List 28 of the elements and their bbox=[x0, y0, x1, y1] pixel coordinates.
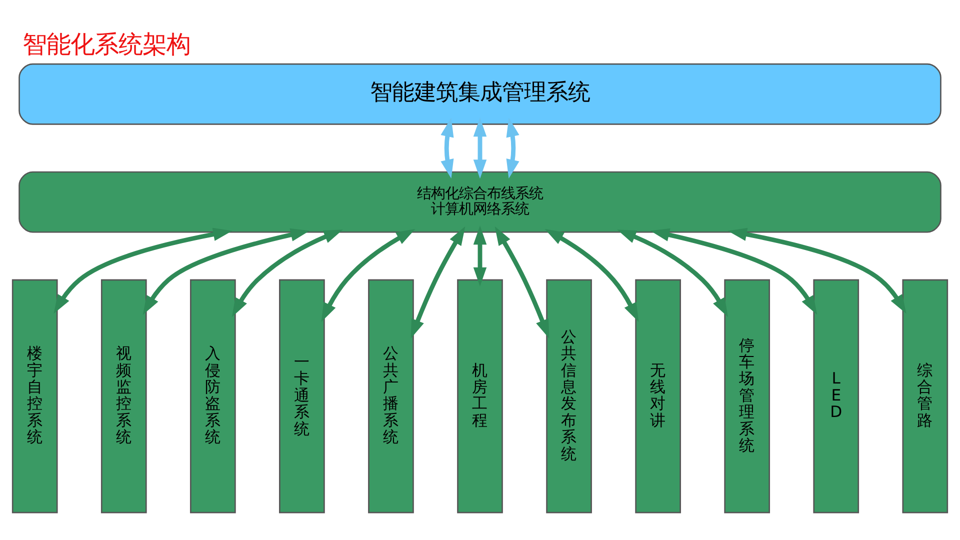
node-box: 机房工程 bbox=[457, 278, 503, 513]
arrow bbox=[544, 228, 639, 322]
node-box: 智能建筑集成管理系统 bbox=[18, 62, 942, 124]
node-box: LED bbox=[813, 278, 860, 513]
node-box: 结构化综合布线系统 计算机网络系统 bbox=[18, 170, 942, 232]
arrow bbox=[440, 117, 454, 178]
node-box: 视频监控系统 bbox=[100, 278, 147, 513]
node-box: 楼宇自控系统 bbox=[12, 278, 58, 513]
diagram-title: 智能化系统架构 bbox=[22, 28, 191, 58]
arrow bbox=[728, 227, 906, 314]
node-box: 综合管路 bbox=[902, 278, 948, 513]
arrow bbox=[494, 226, 550, 338]
arrow bbox=[473, 225, 487, 286]
arrow bbox=[142, 228, 310, 314]
arrow bbox=[506, 117, 520, 178]
arrow bbox=[473, 117, 487, 178]
node-box: 一卡通系统 bbox=[279, 278, 325, 513]
node-box: 公共广播系统 bbox=[368, 278, 414, 513]
node-box: 无线对讲 bbox=[635, 278, 681, 513]
arrow bbox=[410, 226, 466, 338]
arrow bbox=[232, 229, 343, 316]
arrow bbox=[650, 228, 818, 314]
arrow bbox=[321, 228, 416, 322]
node-box: 公共信息发布系统 bbox=[546, 278, 592, 513]
arrow bbox=[54, 227, 232, 314]
node-box: 停车场管理系统 bbox=[724, 278, 770, 513]
arrow bbox=[617, 229, 728, 316]
node-box: 入侵防盗系统 bbox=[190, 278, 236, 513]
